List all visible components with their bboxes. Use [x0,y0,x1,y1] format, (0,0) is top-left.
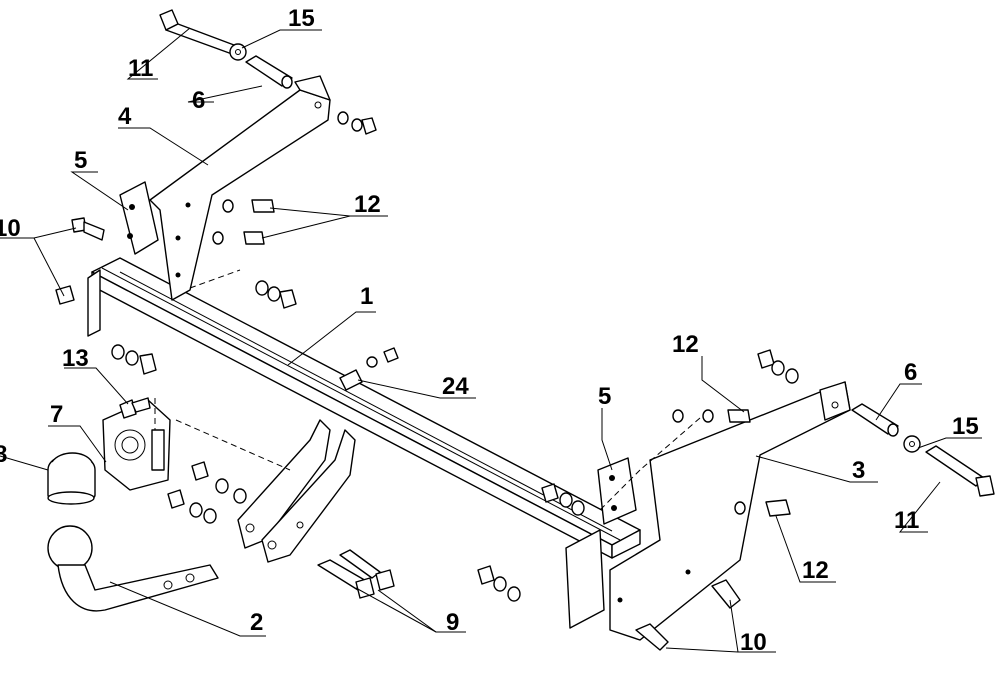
alignment-dashed-lines [154,269,701,511]
tow-ball-neck-part [47,525,219,612]
callout-1: 1 [360,283,373,310]
callout-12-right-bottom: 12 [802,557,829,584]
cross-beam-part [87,257,641,629]
callout-12-left: 12 [354,191,381,218]
callout-7: 7 [50,401,63,428]
callout-8: 8 [0,441,7,468]
callout-labels: 11 15 6 4 5 12 10 1 13 7 8 24 2 9 10 12 … [0,5,979,656]
callout-5-left: 5 [74,147,87,174]
callout-2: 2 [250,609,263,636]
leader-lines [0,27,982,653]
callout-11-top: 11 [128,55,153,82]
socket-plate-part [102,399,171,491]
bolts-9 [317,549,395,599]
washer-15-right [903,435,921,453]
bolt-12-right-top [672,409,751,423]
callout-13: 13 [62,345,89,372]
bolt-24 [339,347,399,391]
nuts-center [167,461,247,524]
spacer-6-right [851,403,899,437]
spacer-6-top [245,55,293,89]
callout-11-right: 11 [894,507,919,534]
callout-10-bottom: 10 [740,629,767,656]
bolt-13 [119,397,151,419]
callout-4: 4 [118,103,132,130]
callout-15-top: 15 [288,5,315,32]
nuts-left-beam [111,280,297,375]
bolt-11-top [159,9,243,55]
ball-cover-part [47,452,96,505]
callout-9: 9 [446,609,459,636]
bolt-12-right-bottom [734,499,791,517]
callout-15-right: 15 [952,413,979,440]
callout-6-top: 6 [192,87,205,114]
callout-6-right: 6 [904,359,917,386]
nuts-top-right [337,111,377,135]
callout-5-right: 5 [598,383,611,410]
ball-mount-brackets-part [237,419,356,563]
nuts-right-top [757,349,799,384]
left-side-bracket-part [149,75,331,301]
callout-3: 3 [852,457,865,484]
callout-12-right-top: 12 [672,331,699,358]
right-mounting-plate-part [597,457,637,525]
callout-24: 24 [442,373,469,400]
washer-15-top [229,43,247,61]
bolts-12-left [212,199,275,245]
bolt-11-right [925,445,995,497]
left-mounting-plate-part [119,181,159,255]
right-side-bracket-part [609,381,851,641]
nuts-right-beam [477,483,585,602]
callout-10-left: 10 [0,215,21,242]
bolts-10-bottom [635,579,741,651]
